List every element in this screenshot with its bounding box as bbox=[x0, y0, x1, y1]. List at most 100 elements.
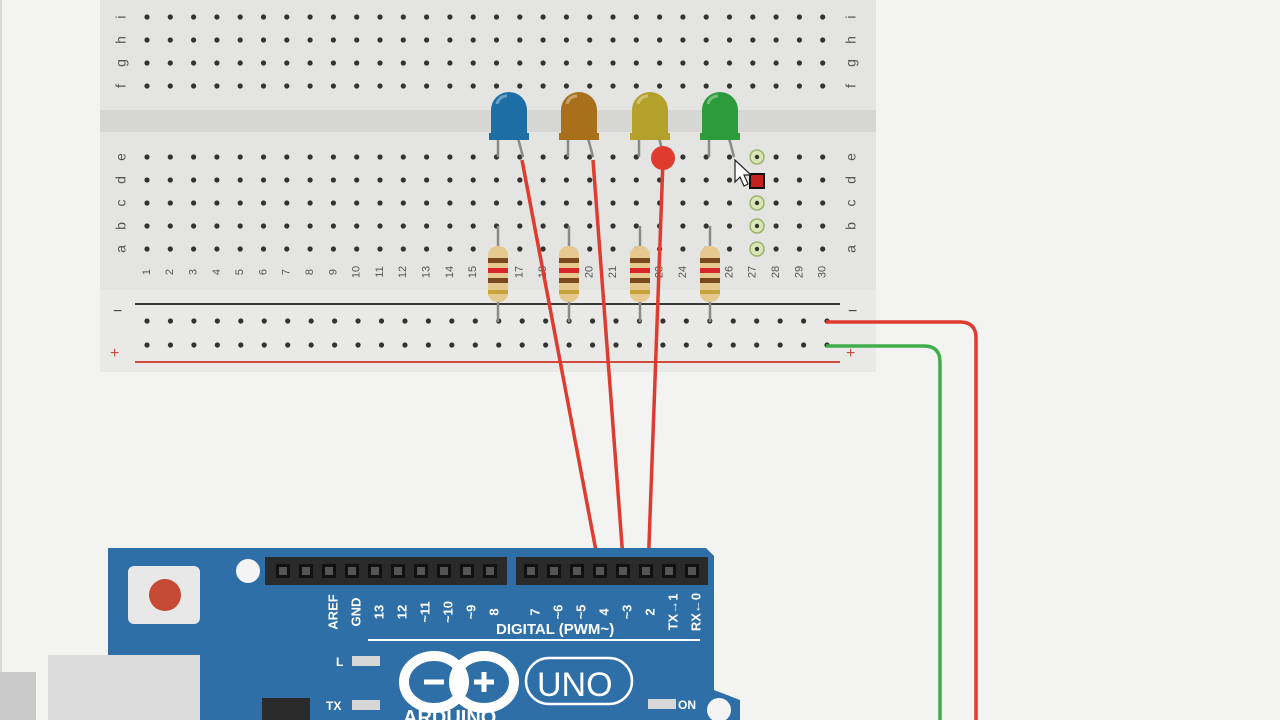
breadboard-hole[interactable] bbox=[773, 200, 779, 206]
rail-hole[interactable] bbox=[801, 318, 807, 324]
breadboard-hole[interactable] bbox=[400, 14, 406, 20]
breadboard-hole[interactable] bbox=[726, 60, 733, 66]
breadboard-hole[interactable] bbox=[307, 14, 313, 20]
breadboard-hole[interactable] bbox=[191, 154, 197, 160]
breadboard-hole[interactable] bbox=[400, 60, 406, 66]
breadboard-hole[interactable] bbox=[191, 14, 197, 20]
breadboard-hole[interactable] bbox=[260, 37, 267, 43]
wire-led-blue-to-pin-4[interactable] bbox=[520, 159, 602, 573]
breadboard-hole[interactable] bbox=[796, 14, 803, 20]
breadboard-hole[interactable] bbox=[493, 83, 500, 89]
breadboard-hole[interactable] bbox=[703, 60, 709, 66]
breadboard-hole[interactable] bbox=[633, 60, 639, 66]
breadboard-hole[interactable] bbox=[587, 246, 593, 252]
breadboard-hole[interactable] bbox=[773, 60, 779, 66]
breadboard-hole[interactable] bbox=[470, 177, 476, 183]
rail-hole[interactable] bbox=[144, 318, 150, 324]
breadboard-hole[interactable] bbox=[587, 223, 593, 229]
breadboard-hole[interactable] bbox=[284, 223, 290, 229]
breadboard-hole[interactable] bbox=[377, 154, 383, 160]
rail-hole[interactable] bbox=[167, 318, 174, 324]
breadboard-hole[interactable] bbox=[354, 37, 360, 43]
breadboard-hole[interactable] bbox=[284, 83, 290, 89]
breadboard-hole[interactable] bbox=[307, 60, 313, 66]
rail-hole[interactable] bbox=[378, 342, 385, 348]
breadboard-hole[interactable] bbox=[144, 223, 150, 229]
breadboard-hole[interactable] bbox=[610, 83, 616, 89]
breadboard-hole[interactable] bbox=[260, 223, 267, 229]
breadboard-hole[interactable] bbox=[167, 200, 173, 206]
rail-hole[interactable] bbox=[214, 342, 220, 348]
rail-hole[interactable] bbox=[191, 318, 197, 324]
breadboard-hole[interactable] bbox=[237, 223, 243, 229]
rail-hole[interactable] bbox=[566, 342, 572, 348]
breadboard-hole[interactable] bbox=[237, 14, 243, 20]
breadboard-hole[interactable] bbox=[680, 83, 686, 89]
breadboard-hole[interactable] bbox=[540, 37, 546, 43]
rail-hole[interactable] bbox=[589, 342, 596, 348]
breadboard-hole[interactable] bbox=[820, 60, 826, 66]
breadboard-hole[interactable] bbox=[447, 154, 453, 160]
breadboard-hole[interactable] bbox=[517, 154, 523, 160]
breadboard-hole[interactable] bbox=[424, 200, 430, 206]
breadboard-hole[interactable] bbox=[377, 223, 383, 229]
breadboard-hole[interactable] bbox=[680, 177, 686, 183]
breadboard-hole[interactable] bbox=[260, 154, 267, 160]
breadboard-hole[interactable] bbox=[330, 37, 336, 43]
breadboard-hole[interactable] bbox=[447, 246, 453, 252]
breadboard-hole[interactable] bbox=[517, 177, 523, 183]
breadboard-hole[interactable] bbox=[540, 177, 546, 183]
breadboard-hole[interactable] bbox=[191, 83, 197, 89]
breadboard-hole[interactable] bbox=[284, 200, 290, 206]
breadboard-hole[interactable] bbox=[284, 37, 290, 43]
breadboard-hole[interactable] bbox=[377, 177, 383, 183]
breadboard-hole[interactable] bbox=[657, 14, 663, 20]
rail-hole[interactable] bbox=[308, 318, 314, 324]
breadboard-hole[interactable] bbox=[447, 60, 453, 66]
breadboard-hole[interactable] bbox=[796, 60, 803, 66]
rail-hole[interactable] bbox=[425, 318, 431, 324]
breadboard-hole[interactable] bbox=[191, 177, 197, 183]
breadboard-hole[interactable] bbox=[167, 37, 173, 43]
breadboard-hole[interactable] bbox=[330, 154, 336, 160]
rail-hole[interactable] bbox=[332, 318, 338, 324]
rail-hole[interactable] bbox=[378, 318, 385, 324]
breadboard-hole[interactable] bbox=[540, 246, 546, 252]
breadboard-hole[interactable] bbox=[517, 37, 523, 43]
breadboard-hole[interactable] bbox=[144, 177, 150, 183]
breadboard-hole[interactable] bbox=[820, 177, 826, 183]
breadboard-hole[interactable] bbox=[424, 246, 430, 252]
breadboard-hole[interactable] bbox=[587, 83, 593, 89]
breadboard-hole[interactable] bbox=[726, 223, 733, 229]
breadboard-hole[interactable] bbox=[447, 223, 453, 229]
breadboard-hole[interactable] bbox=[354, 14, 360, 20]
board-pcb[interactable] bbox=[108, 548, 740, 720]
breadboard-hole[interactable] bbox=[354, 154, 360, 160]
breadboard-hole[interactable] bbox=[260, 246, 267, 252]
breadboard-hole[interactable] bbox=[796, 83, 803, 89]
breadboard-hole[interactable] bbox=[424, 83, 430, 89]
breadboard-hole[interactable] bbox=[773, 177, 779, 183]
breadboard-hole[interactable] bbox=[493, 60, 500, 66]
rail-hole[interactable] bbox=[730, 318, 736, 324]
rail-hole[interactable] bbox=[754, 342, 760, 348]
breadboard-hole[interactable] bbox=[633, 200, 639, 206]
breadboard-hole[interactable] bbox=[773, 154, 779, 160]
breadboard-hole[interactable] bbox=[260, 177, 267, 183]
breadboard-hole[interactable] bbox=[587, 154, 593, 160]
breadboard-hole[interactable] bbox=[214, 200, 220, 206]
breadboard-hole[interactable] bbox=[330, 177, 336, 183]
breadboard-hole[interactable] bbox=[470, 60, 476, 66]
rail-hole[interactable] bbox=[261, 342, 267, 348]
breadboard-hole[interactable] bbox=[400, 83, 406, 89]
breadboard-hole[interactable] bbox=[703, 223, 709, 229]
breadboard-hole[interactable] bbox=[284, 246, 290, 252]
breadboard-hole[interactable] bbox=[517, 246, 523, 252]
rail-hole[interactable] bbox=[754, 318, 760, 324]
breadboard-hole[interactable] bbox=[424, 37, 430, 43]
breadboard-hole[interactable] bbox=[214, 154, 220, 160]
breadboard-hole[interactable] bbox=[144, 14, 150, 20]
breadboard-hole[interactable] bbox=[703, 14, 709, 20]
breadboard-hole[interactable] bbox=[610, 200, 616, 206]
breadboard-hole[interactable] bbox=[563, 223, 570, 229]
